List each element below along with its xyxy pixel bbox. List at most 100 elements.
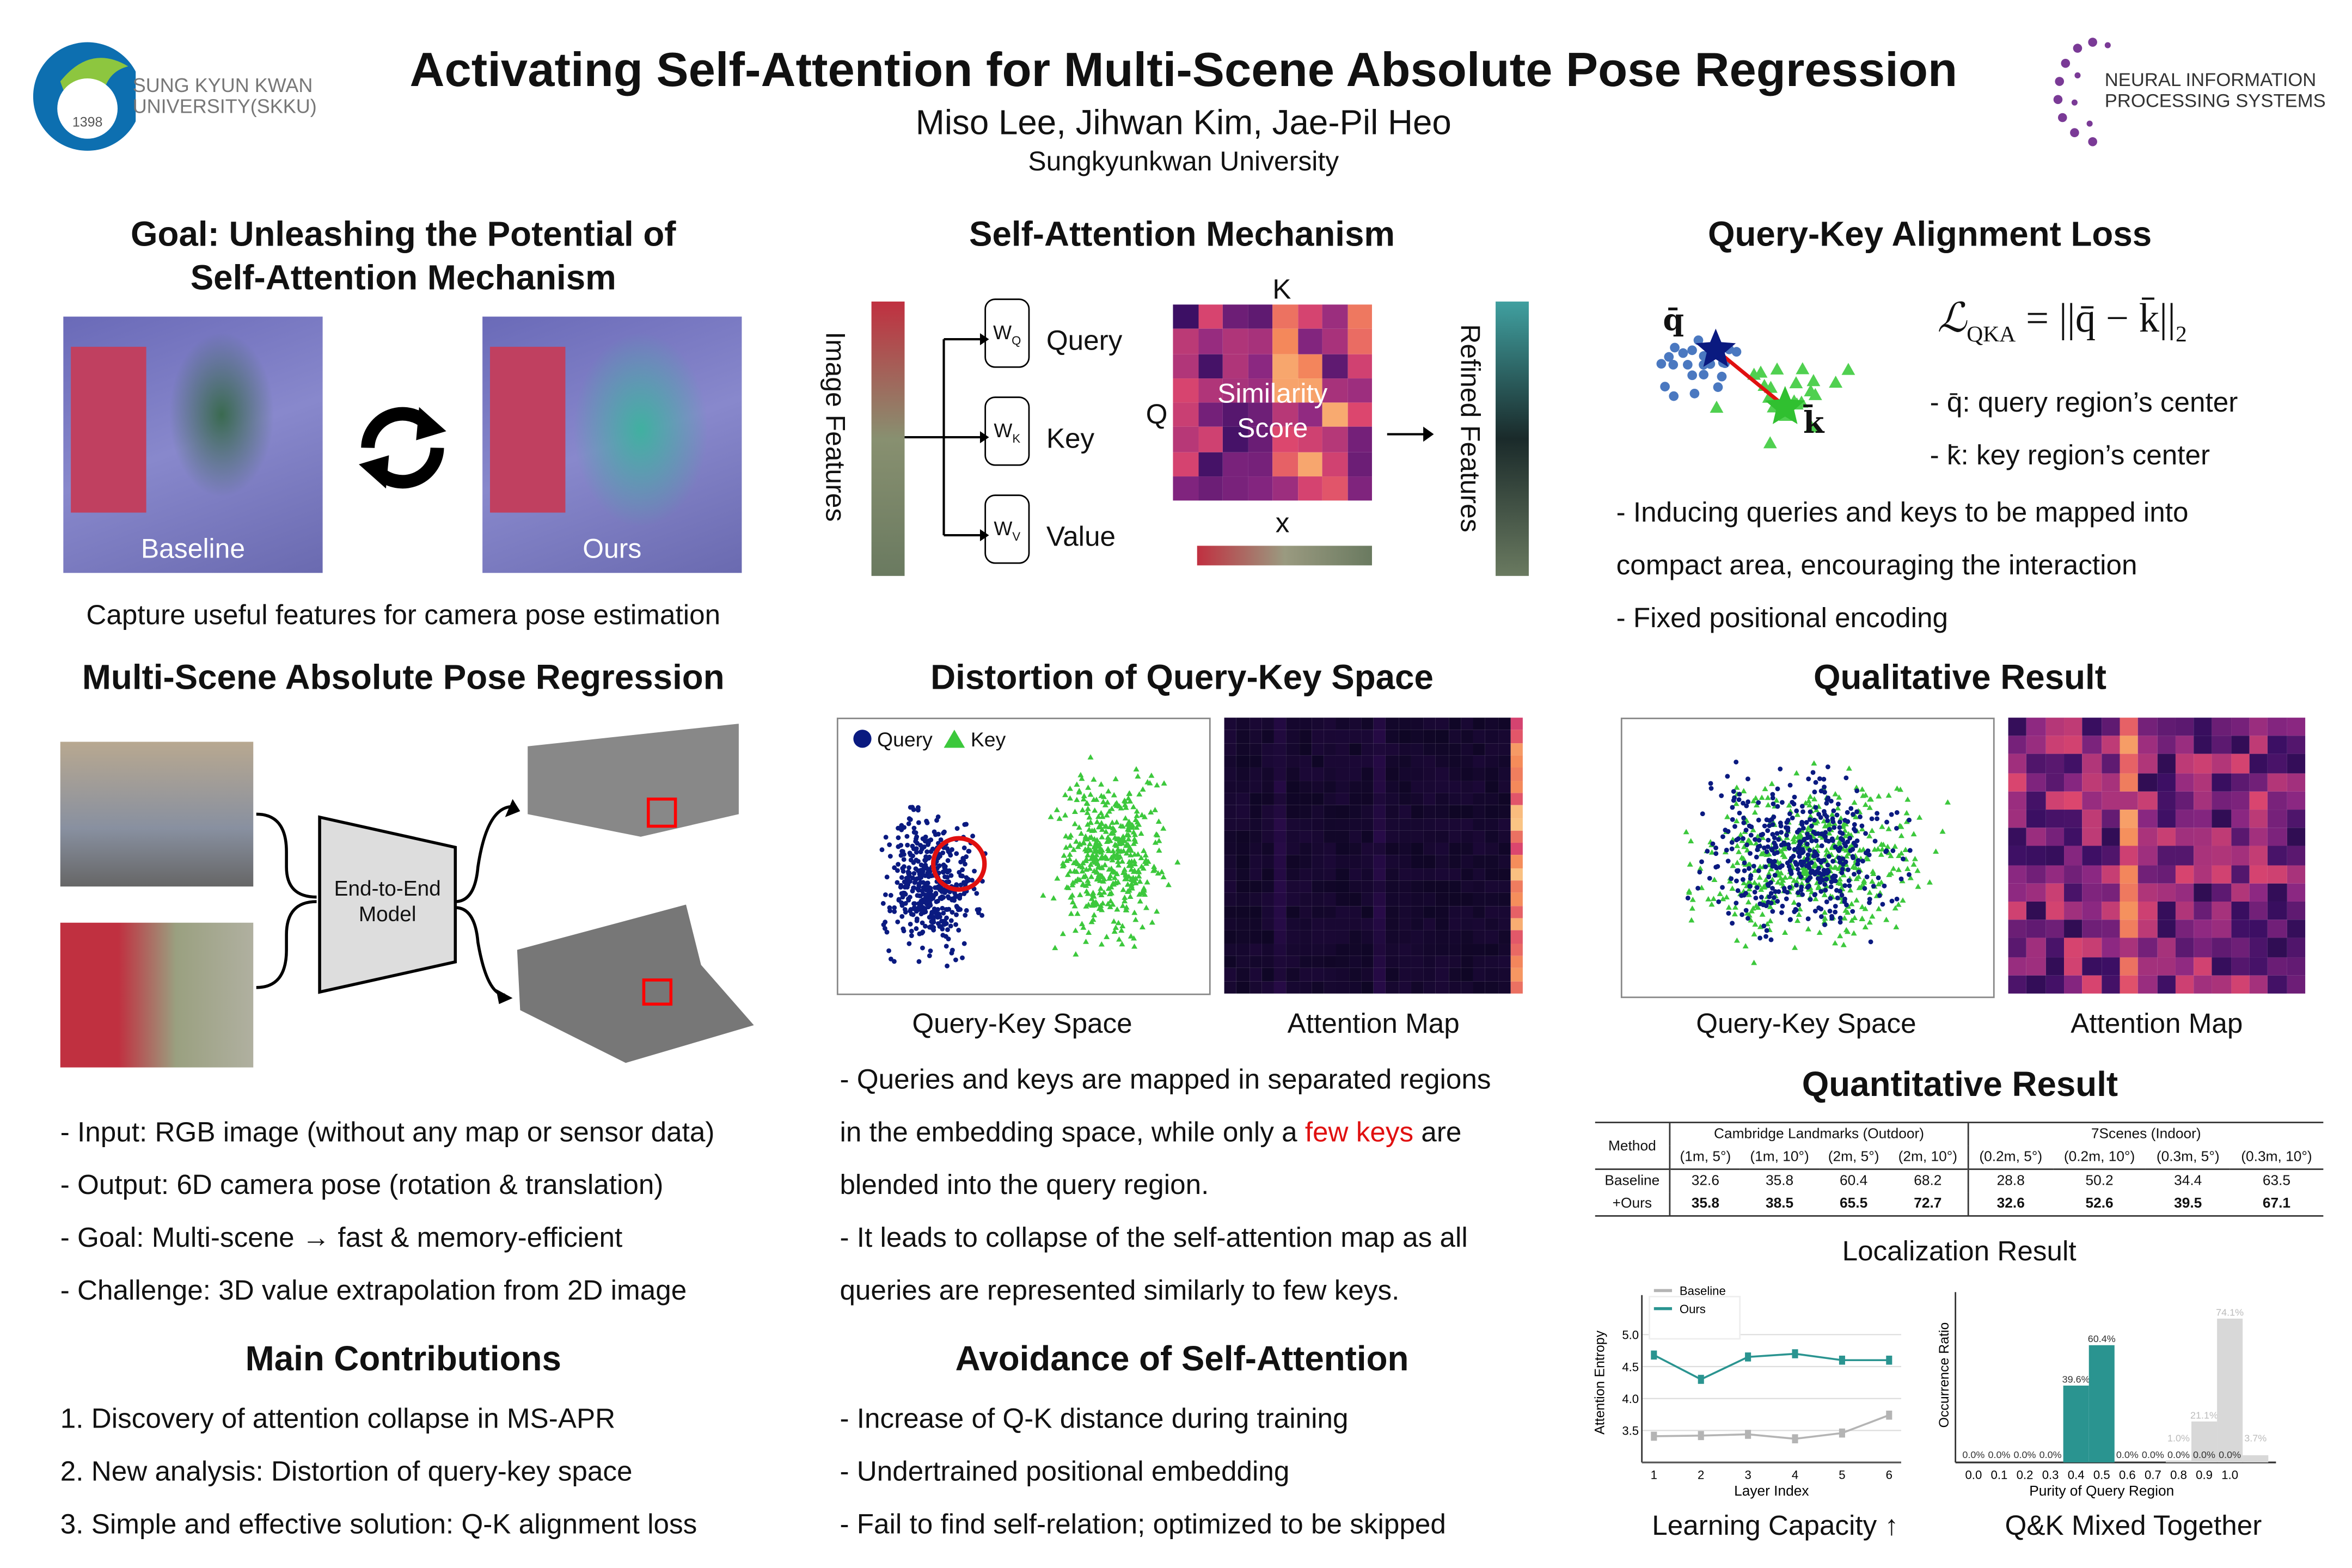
text-line: blended into the query region.	[840, 1168, 1209, 1200]
attention-cell	[1423, 868, 1436, 881]
key-point	[1048, 813, 1054, 819]
key-point	[1104, 855, 1110, 861]
attention-cell	[2138, 718, 2157, 736]
attention-cell	[2249, 846, 2268, 865]
query-point	[1745, 776, 1750, 782]
attention-cell	[1373, 805, 1386, 818]
text-line: - It leads to collapse of the self-atten…	[840, 1221, 1468, 1253]
attention-cell	[1336, 843, 1349, 856]
attention-cell	[2231, 773, 2250, 792]
key-point	[1054, 875, 1061, 881]
key-point	[1098, 781, 1105, 787]
key-point	[1079, 868, 1086, 874]
attention-cell	[2231, 754, 2250, 773]
query-point	[1731, 789, 1736, 794]
key-point	[1869, 878, 1876, 884]
query-point	[1788, 917, 1793, 922]
key-point	[1131, 909, 1138, 915]
query-point	[943, 934, 948, 939]
key-point	[1811, 863, 1817, 869]
key-point	[1793, 770, 1800, 776]
query-point	[1785, 818, 1791, 823]
attention-cell	[1386, 880, 1399, 893]
query-point	[921, 910, 927, 915]
query-point	[911, 825, 917, 831]
key-point	[1733, 800, 1739, 806]
attention-cell	[2157, 791, 2176, 810]
attention-cell	[1249, 830, 1262, 843]
attention-cell	[2231, 846, 2250, 865]
attention-cell	[1411, 880, 1424, 893]
skku-emblem-icon	[33, 42, 142, 151]
query-point	[1757, 843, 1762, 849]
bar-label: 0.0%	[2116, 1449, 2139, 1460]
key-point	[1136, 821, 1142, 827]
key-point	[1134, 808, 1140, 814]
key-point	[1734, 818, 1740, 824]
query-point	[1788, 868, 1793, 874]
attention-cell	[2008, 920, 2027, 939]
attention-cell	[1448, 981, 1461, 994]
key-point	[1123, 804, 1129, 810]
attention-cell	[2026, 901, 2045, 920]
y-tick-label: 4.5	[1622, 1360, 1639, 1374]
matrix-cell	[1272, 476, 1297, 501]
query-point	[1877, 893, 1882, 898]
attention-cell	[1423, 930, 1436, 944]
query-point	[939, 918, 944, 924]
query-point	[1797, 871, 1802, 876]
attention-cell	[1298, 905, 1312, 918]
attention-cell	[1485, 793, 1498, 806]
attention-cell	[2138, 957, 2157, 976]
key-point	[1075, 876, 1081, 882]
attention-cell	[1311, 918, 1324, 931]
query-point	[941, 862, 946, 868]
key-point	[1794, 811, 1800, 817]
attention-cell	[2268, 975, 2287, 994]
query-point	[923, 923, 928, 929]
key-point	[1806, 374, 1821, 387]
query-point	[934, 899, 939, 904]
attention-cell	[1261, 730, 1274, 743]
attention-cell	[1286, 855, 1299, 868]
query-point	[928, 948, 933, 953]
attention-cell	[2008, 773, 2027, 792]
query-point	[916, 883, 922, 888]
matrix-cell	[1347, 476, 1372, 501]
key-point	[1859, 786, 1865, 792]
query-point	[927, 953, 932, 958]
attention-cell	[1261, 718, 1274, 731]
contribution-item: 1. Discovery of attention collapse in MS…	[60, 1402, 616, 1434]
bar-label: 74.1%	[2216, 1307, 2244, 1318]
key-point	[1805, 824, 1811, 830]
attention-cell	[2138, 920, 2157, 939]
query-point	[1800, 809, 1805, 814]
query-point	[1825, 867, 1830, 873]
attention-cell	[1435, 755, 1448, 768]
attention-cell	[1298, 718, 1312, 731]
key-point	[1160, 874, 1167, 880]
key-point	[1845, 909, 1851, 915]
attention-cell	[1473, 880, 1486, 893]
query-point	[1794, 808, 1799, 813]
query-point	[958, 907, 963, 912]
query-point	[1830, 859, 1835, 864]
query-point	[906, 816, 912, 822]
key-point	[1067, 868, 1074, 874]
query-point	[1735, 868, 1740, 874]
key-point	[1106, 808, 1112, 814]
key-point	[1141, 887, 1148, 893]
attention-cell	[2082, 883, 2102, 902]
attention-cell	[1286, 905, 1299, 918]
affiliation: Sungkyunkwan University	[1028, 146, 1339, 176]
key-point	[1119, 923, 1126, 928]
query-point	[911, 901, 917, 906]
branch-arrows	[904, 333, 989, 542]
key-point	[1153, 831, 1160, 837]
query-point	[1839, 870, 1845, 875]
matrix-cell	[1173, 427, 1198, 452]
key-point	[1837, 862, 1844, 868]
query-point	[1805, 916, 1811, 921]
attention-cell	[1361, 893, 1374, 906]
key-point	[1067, 842, 1074, 848]
